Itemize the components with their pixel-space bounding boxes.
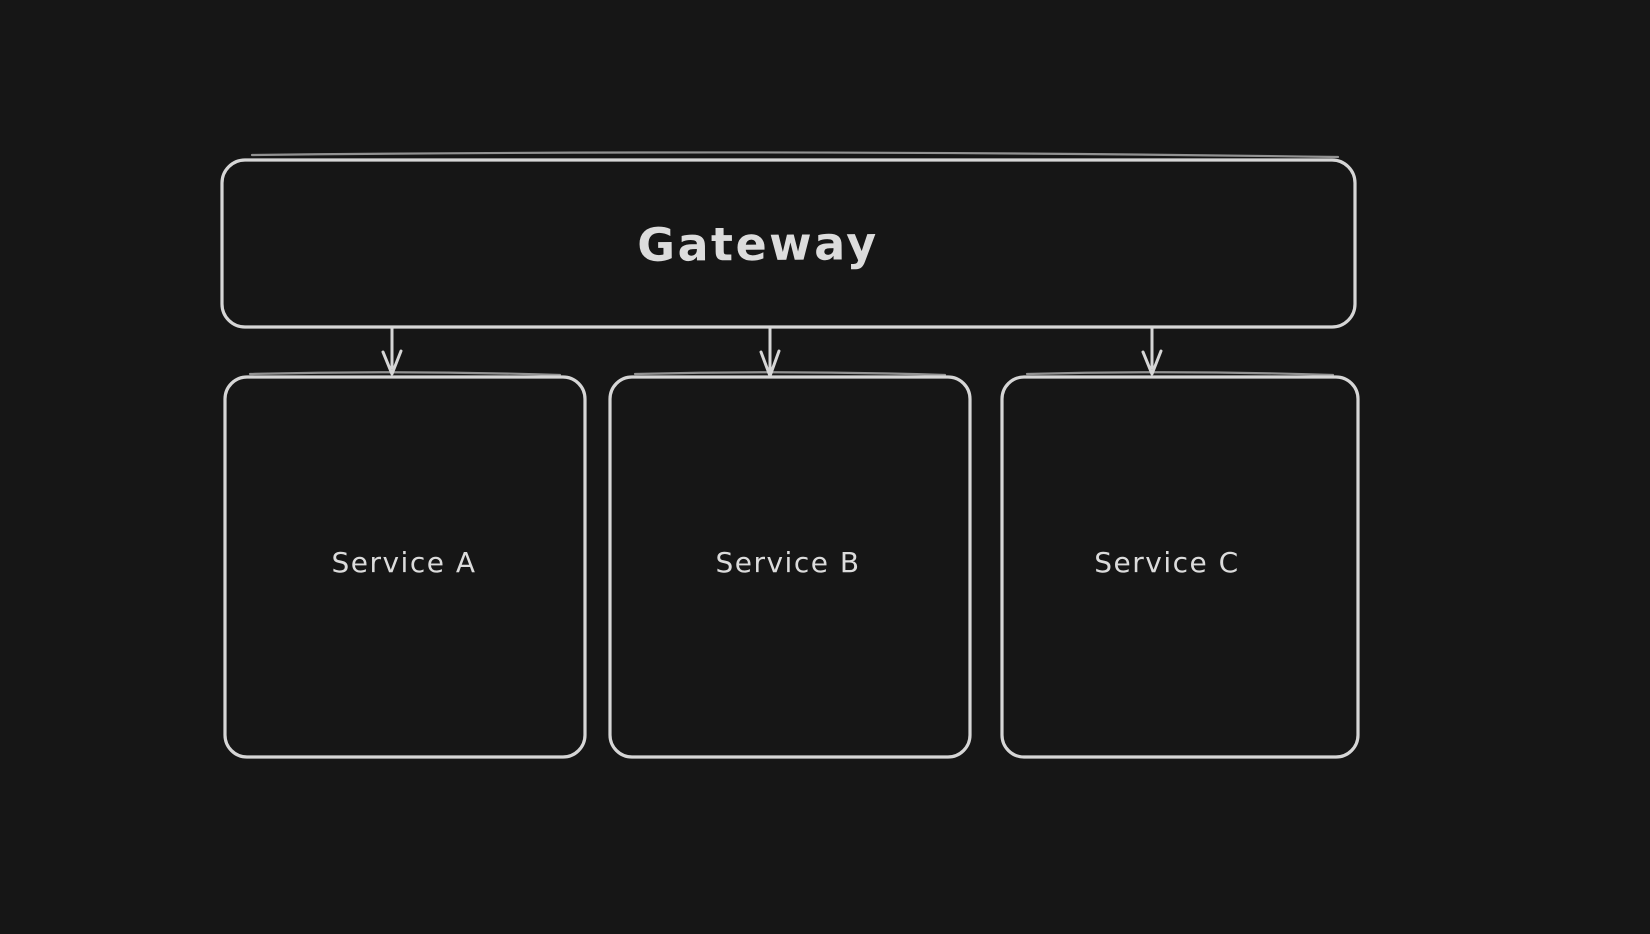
arrowhead-down-icon — [381, 349, 403, 376]
node-service-a-sketch-line — [248, 371, 562, 377]
node-service-a-box[interactable] — [223, 375, 587, 759]
arrow-gateway-to-service-a[interactable] — [381, 326, 403, 376]
node-service-b-box[interactable] — [608, 375, 972, 759]
node-service-a-label: Service A — [331, 546, 476, 579]
node-service-b-label: Service B — [715, 546, 860, 579]
node-gateway[interactable]: Gateway — [220, 151, 1357, 329]
arrow-gateway-to-service-b[interactable] — [759, 326, 781, 378]
node-service-c-label: Service C — [1094, 546, 1239, 579]
node-service-a[interactable]: Service A — [223, 371, 587, 759]
node-gateway-box[interactable] — [220, 158, 1357, 329]
node-service-c[interactable]: Service C — [1000, 371, 1360, 759]
node-service-c-sketch-line — [1025, 371, 1335, 377]
node-gateway-sketch-line — [250, 151, 1340, 159]
node-service-b[interactable]: Service B — [608, 371, 972, 759]
node-service-c-box[interactable] — [1000, 375, 1360, 759]
node-service-b-sketch-line — [633, 371, 947, 377]
arrowhead-down-icon — [1141, 349, 1163, 376]
node-gateway-label: Gateway — [637, 216, 879, 272]
arrow-gateway-to-service-c[interactable] — [1141, 326, 1163, 376]
